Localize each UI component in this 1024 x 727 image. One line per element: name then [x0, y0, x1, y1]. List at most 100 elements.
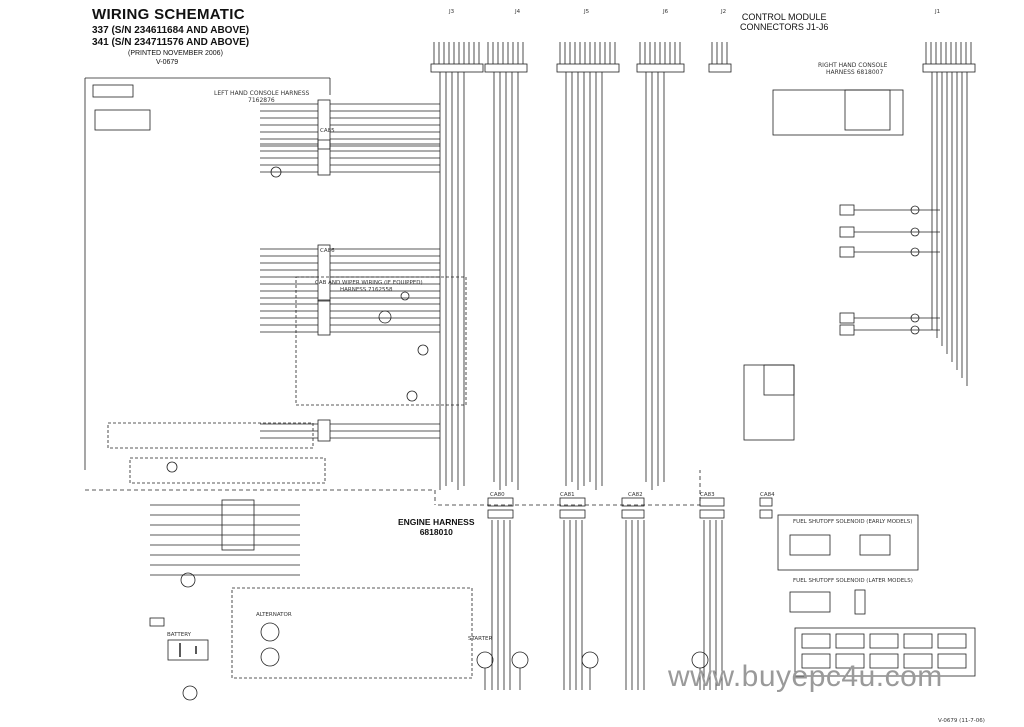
relay-box — [743, 364, 795, 441]
connector-label-ca86: CA86 — [320, 248, 335, 254]
engine-connector-left — [221, 499, 255, 551]
control-module-line1: CONTROL MODULE — [741, 12, 827, 22]
connector-label-ca83: CA83 — [700, 492, 715, 498]
left-console-harness-label: LEFT HAND CONSOLE HARNESS — [214, 90, 310, 97]
jack-label-j2: J2 — [721, 9, 727, 15]
motor-symbol — [378, 310, 392, 324]
module-jack-connector — [708, 63, 732, 73]
lamp-symbol — [406, 390, 418, 402]
dashed-component-box — [107, 422, 314, 449]
jack-label-j6: J6 — [663, 9, 669, 15]
solenoid-body — [854, 589, 866, 615]
diagram-title: WIRING SCHEMATIC — [92, 6, 245, 23]
fuel-shutoff-later-label: FUEL SHUTOFF SOLENOID (LATER MODELS) — [793, 578, 913, 584]
sensor-symbol — [149, 617, 165, 627]
module-jack-connector — [430, 63, 484, 73]
engine-connector — [487, 497, 514, 507]
component-box — [94, 109, 151, 131]
control-module-label: CONTROL MODULE CONNECTORS J1-J6 — [740, 12, 828, 32]
engine-connector — [699, 497, 725, 507]
model-line-337: 337 (S/N 234611684 AND ABOVE) — [92, 25, 250, 36]
battery-label: BATTERY — [167, 632, 192, 638]
cab-wiper-harness-box — [295, 276, 467, 406]
fuse-cell — [903, 653, 933, 669]
starter-label: STARTER — [468, 636, 493, 642]
relay-inner — [763, 364, 795, 396]
fuse-cell — [937, 633, 967, 649]
jack-label-j1: J1 — [935, 9, 941, 15]
connector-label-ca82: CA82 — [628, 492, 643, 498]
engine-connector — [759, 509, 773, 519]
fuel-shutoff-box-early — [777, 514, 919, 571]
right-console-harness-number: HARNESS 6818007 — [826, 69, 884, 76]
engine-connector — [559, 497, 586, 507]
right-console-component — [844, 89, 891, 131]
console-connector — [317, 99, 331, 150]
alternator-symbol — [260, 622, 280, 642]
engine-connector — [559, 509, 586, 519]
fuse-panel — [794, 627, 976, 677]
fuse-cell — [835, 633, 865, 649]
connector-label-ca80: CA80 — [490, 492, 505, 498]
engine-connector — [759, 497, 773, 507]
fuse-cell — [869, 633, 899, 649]
jack-label-j5: J5 — [584, 9, 590, 15]
fuse-cell — [937, 653, 967, 669]
cab-wiper-harness-number: HARNESS 7162558 — [340, 287, 393, 293]
footer-code: V-0679 (11-7-06) — [938, 718, 985, 724]
engine-connector — [621, 509, 645, 519]
component-box — [92, 84, 134, 98]
starter-symbol — [581, 651, 599, 669]
lamp-symbol — [270, 166, 282, 178]
alternator-enclosure — [231, 587, 473, 679]
fuse-cell — [835, 653, 865, 669]
sensor-symbol — [180, 572, 196, 588]
printed-date: (PRINTED NOVEMBER 2006) — [128, 50, 223, 57]
harness-boundary — [85, 489, 436, 505]
module-jack-connector — [484, 63, 528, 73]
solenoid-connector — [789, 534, 831, 556]
lamp-symbol — [400, 291, 410, 301]
engine-connector — [487, 509, 514, 519]
connector-label-ca84: CA84 — [760, 492, 775, 498]
console-connector — [317, 299, 331, 336]
model-line-341: 341 (S/N 234711576 AND ABOVE) — [92, 37, 250, 48]
sensor-connector — [839, 204, 855, 216]
right-console-harness-label: RIGHT HAND CONSOLE — [818, 62, 888, 69]
control-module-line2: CONNECTORS J1-J6 — [740, 22, 829, 32]
module-jack-connector — [636, 63, 685, 73]
module-jack-connector — [556, 63, 620, 73]
schematic-code: V-0679 — [156, 59, 179, 66]
dashed-component-box — [129, 457, 326, 484]
left-console-harness-number: 7162876 — [248, 97, 275, 104]
console-connector — [317, 139, 331, 176]
fuse-cell — [801, 653, 831, 669]
engine-connector — [621, 497, 645, 507]
lamp-symbol — [417, 344, 429, 356]
sensor-connector — [839, 312, 855, 324]
jack-label-j3: J3 — [449, 9, 455, 15]
starter-symbol — [476, 651, 494, 669]
starter-symbol — [511, 651, 529, 669]
engine-connector — [699, 509, 725, 519]
fuel-shutoff-early-label: FUEL SHUTOFF SOLENOID (EARLY MODELS) — [793, 519, 913, 525]
battery-symbol — [167, 639, 209, 661]
sensor-connector — [839, 226, 855, 238]
engine-harness-label: ENGINE HARNESS 6818010 — [398, 517, 475, 537]
console-connector — [317, 244, 331, 302]
alternator-symbol — [260, 647, 280, 667]
solenoid-body — [859, 534, 891, 556]
sensor-connector — [839, 324, 855, 336]
fuse-cell — [869, 653, 899, 669]
connector-label-ca81: CA81 — [560, 492, 575, 498]
solenoid-connector — [789, 591, 831, 613]
lamp-symbol — [166, 461, 178, 473]
engine-harness-number: 6818010 — [419, 527, 453, 537]
engine-harness-name: ENGINE HARNESS — [398, 517, 475, 527]
sensor-symbol — [182, 685, 198, 701]
right-console-box — [772, 89, 904, 136]
watermark: www.buyepc4u.com — [668, 660, 943, 693]
connector-label-ca85: CA85 — [320, 128, 335, 134]
